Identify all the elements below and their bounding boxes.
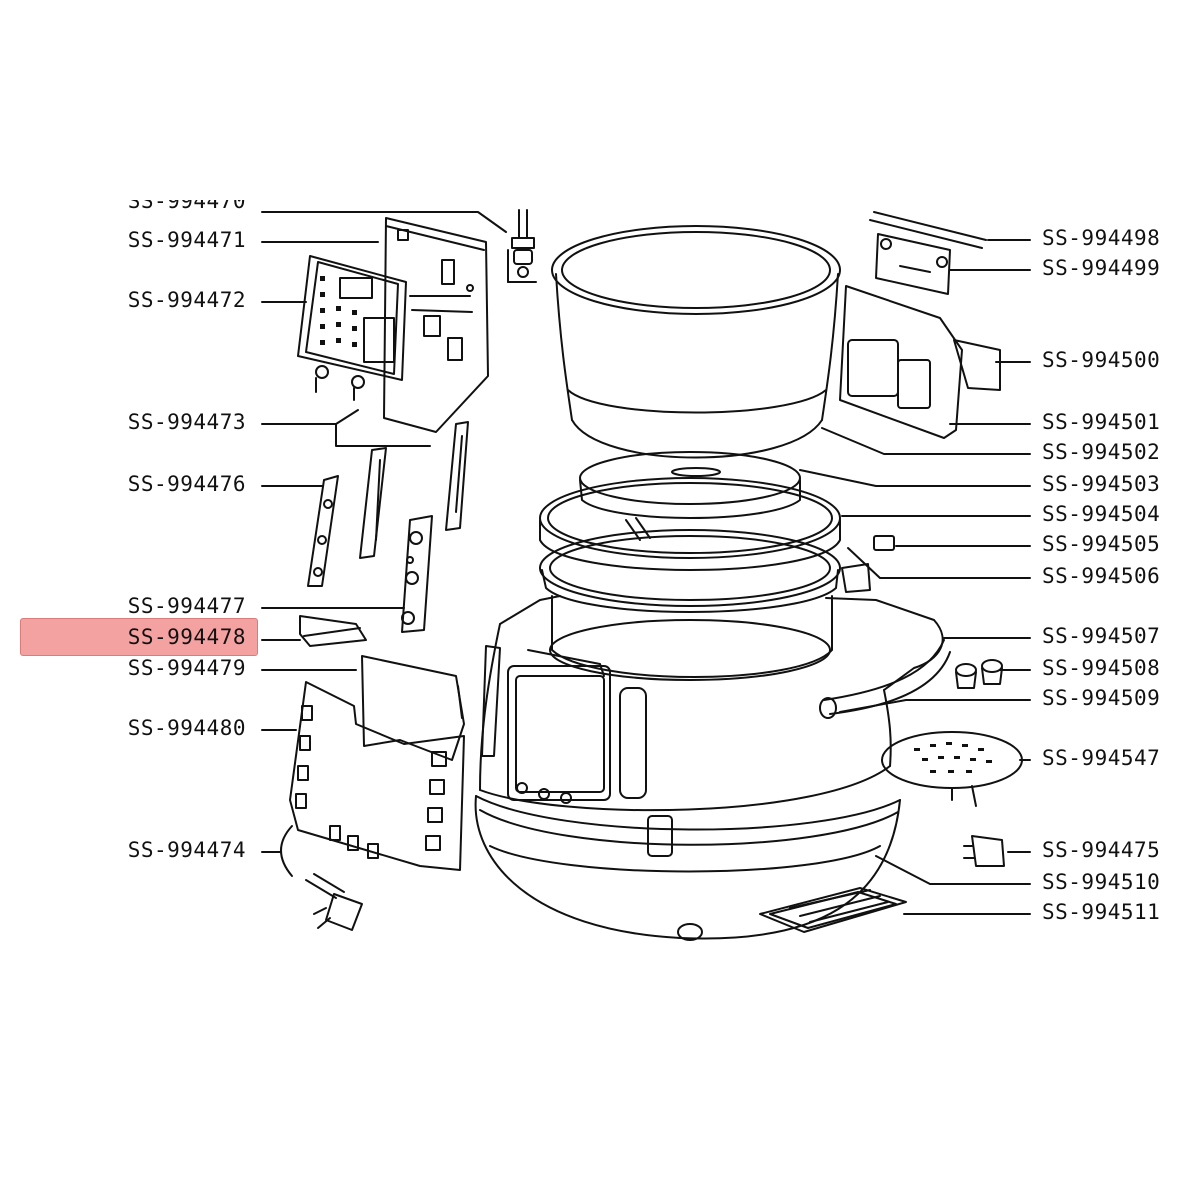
leader-line-994509: [839, 699, 1031, 713]
part-label-994503[interactable]: SS-994503: [1042, 472, 1161, 496]
part-label-cropped-text: SS-994470: [127, 200, 246, 213]
part-label-994502[interactable]: SS-994502: [1042, 440, 1161, 464]
main-housing: [479, 595, 944, 812]
part-label-994506[interactable]: SS-994506: [1042, 564, 1161, 588]
part-label-994511[interactable]: SS-994511: [1042, 900, 1161, 924]
part-label-994501[interactable]: SS-994501: [1042, 410, 1161, 434]
part-label-994478[interactable]: SS-994478: [127, 625, 246, 649]
carry-handle: [819, 639, 951, 719]
leader-line-994506: [847, 547, 1031, 579]
control-board-back: [383, 217, 489, 433]
part-label-994505[interactable]: SS-994505: [1042, 532, 1161, 556]
leader-line-994502: [821, 427, 1031, 455]
part-label-994499[interactable]: SS-994499: [1042, 256, 1161, 280]
part-label-994547[interactable]: SS-994547: [1042, 746, 1161, 770]
part-label-994508[interactable]: SS-994508: [1042, 656, 1161, 680]
hinge-bracket: [875, 233, 951, 295]
part-label-994510[interactable]: SS-994510: [1042, 870, 1161, 894]
leader-line-994470: [261, 211, 507, 233]
part-label-994509[interactable]: SS-994509: [1042, 686, 1161, 710]
power-cord: [280, 825, 363, 931]
connector-block: [963, 835, 1005, 867]
highlight-box: [20, 618, 258, 656]
latch-part: [841, 563, 871, 593]
rubber-feet: [955, 659, 1003, 689]
part-label-994473[interactable]: SS-994473: [127, 410, 246, 434]
inner-bowl: [551, 225, 841, 477]
part-label-994480[interactable]: SS-994480: [127, 716, 246, 740]
base-housing: [474, 795, 901, 941]
leader-line-994473: [261, 423, 431, 447]
lid-inner: [839, 285, 1001, 439]
leader-line-994473-b: [335, 409, 359, 425]
leader-lines-left: [261, 211, 507, 853]
feet-tray: [759, 887, 907, 933]
small-clip: [299, 615, 367, 647]
part-label-994498[interactable]: SS-994498: [1042, 226, 1161, 250]
pin-rod: [869, 211, 987, 249]
part-label-994504[interactable]: SS-994504: [1042, 502, 1161, 526]
part-label-994479[interactable]: SS-994479: [127, 656, 246, 680]
part-label-994475[interactable]: SS-994475: [1042, 838, 1161, 862]
leader-line-994503: [799, 469, 1031, 487]
vertical-strips: [307, 421, 469, 587]
gasket-rings: [539, 477, 841, 613]
part-label-cropped: SS-994470: [112, 200, 246, 214]
cover-plate: [361, 655, 465, 761]
part-label-994472[interactable]: SS-994472: [127, 288, 246, 312]
part-label-994500[interactable]: SS-994500: [1042, 348, 1161, 372]
part-label-994474[interactable]: SS-994474: [127, 838, 246, 862]
part-label-994477[interactable]: SS-994477: [127, 594, 246, 618]
small-knob: [873, 535, 895, 551]
screw-part: [507, 209, 537, 283]
part-label-994471[interactable]: SS-994471: [127, 228, 246, 252]
inner-drum: [549, 595, 833, 681]
button-strip: [401, 515, 433, 633]
steam-disc: [881, 731, 1023, 807]
part-label-994476[interactable]: SS-994476: [127, 472, 246, 496]
heating-plate: [579, 451, 801, 541]
leader-line-994510: [875, 855, 1031, 885]
control-panel-front: [297, 255, 407, 401]
part-label-994507[interactable]: SS-994507: [1042, 624, 1161, 648]
front-shield: [289, 681, 465, 871]
leader-lines-right: [799, 239, 1031, 915]
